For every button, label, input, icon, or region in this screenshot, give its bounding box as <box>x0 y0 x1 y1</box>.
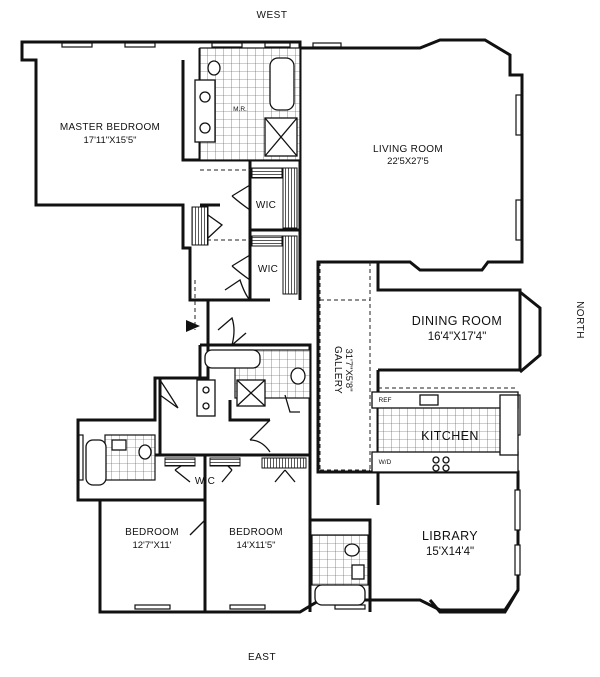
windows <box>61 42 522 610</box>
bathtub-icon <box>269 57 295 111</box>
wic-2-label: WIC <box>258 264 278 275</box>
toilet-icon <box>344 543 360 557</box>
sink-icon <box>199 122 211 134</box>
bedroom-1-label: BEDROOM <box>125 527 179 538</box>
sink-icon <box>111 439 127 451</box>
wic-3-label: WIC <box>195 476 215 487</box>
entry-arrow-icon <box>186 320 200 332</box>
counter-icon <box>499 394 519 456</box>
washer-dryer-label: W/D <box>379 459 392 466</box>
closet-shelf <box>164 457 196 467</box>
stove-burner-icon <box>432 456 440 464</box>
dining-room-size: 16'4"X17'4" <box>428 331 487 343</box>
compass-north: NORTH <box>574 301 585 339</box>
wic-1-label: WIC <box>256 200 276 211</box>
bedroom-1-size: 12'7"X11' <box>132 540 171 551</box>
toilet-icon <box>138 444 152 460</box>
closet-shelf <box>282 235 298 295</box>
closet-shelf <box>251 167 283 179</box>
bedroom-2-label: BEDROOM <box>229 527 283 538</box>
library-label: LIBRARY <box>422 529 478 543</box>
stove-burner-icon <box>442 456 450 464</box>
bedroom-2-size: 14'X11'5" <box>236 540 275 551</box>
master-bedroom-size: 17'11"X15'5" <box>84 135 137 146</box>
sink-icon <box>202 386 210 394</box>
master-bedroom-label: MASTER BEDROOM <box>60 122 160 133</box>
stove-burner-icon <box>442 464 450 472</box>
closet-shelf <box>191 206 209 246</box>
toilet-icon <box>290 367 306 385</box>
sink-icon <box>419 394 439 406</box>
sink-icon <box>199 91 211 103</box>
gallery-label: GALLERY <box>332 346 343 394</box>
vanity-icon <box>196 379 216 417</box>
bathtub-icon <box>314 584 366 606</box>
library-bay-window <box>428 589 520 614</box>
closet-shelf <box>261 457 307 469</box>
compass-east: EAST <box>248 652 276 663</box>
living-room-size: 22'5X27'5 <box>387 156 429 167</box>
sink-icon <box>202 402 210 410</box>
toilet-icon <box>207 60 221 76</box>
closet-shelf <box>251 235 283 247</box>
dining-bay-window <box>519 290 542 374</box>
closet-shelf <box>209 457 241 467</box>
kitchen-label: KITCHEN <box>421 429 479 443</box>
bathtub-icon <box>85 439 107 486</box>
counter-icon <box>371 391 519 409</box>
compass-west: WEST <box>257 10 288 21</box>
stove-burner-icon <box>432 464 440 472</box>
dining-room-label: DINING ROOM <box>412 314 503 328</box>
closet-shelf <box>282 167 298 229</box>
master-bath-mark: M.R. <box>233 106 247 113</box>
refrigerator-label: REF <box>379 397 392 404</box>
sink-icon <box>351 564 365 580</box>
gallery-size: 31'7"X5'8" <box>343 348 354 391</box>
library-size: 15'X14'4" <box>426 546 474 558</box>
bathtub-icon <box>204 349 261 369</box>
living-room-label: LIVING ROOM <box>373 144 443 155</box>
